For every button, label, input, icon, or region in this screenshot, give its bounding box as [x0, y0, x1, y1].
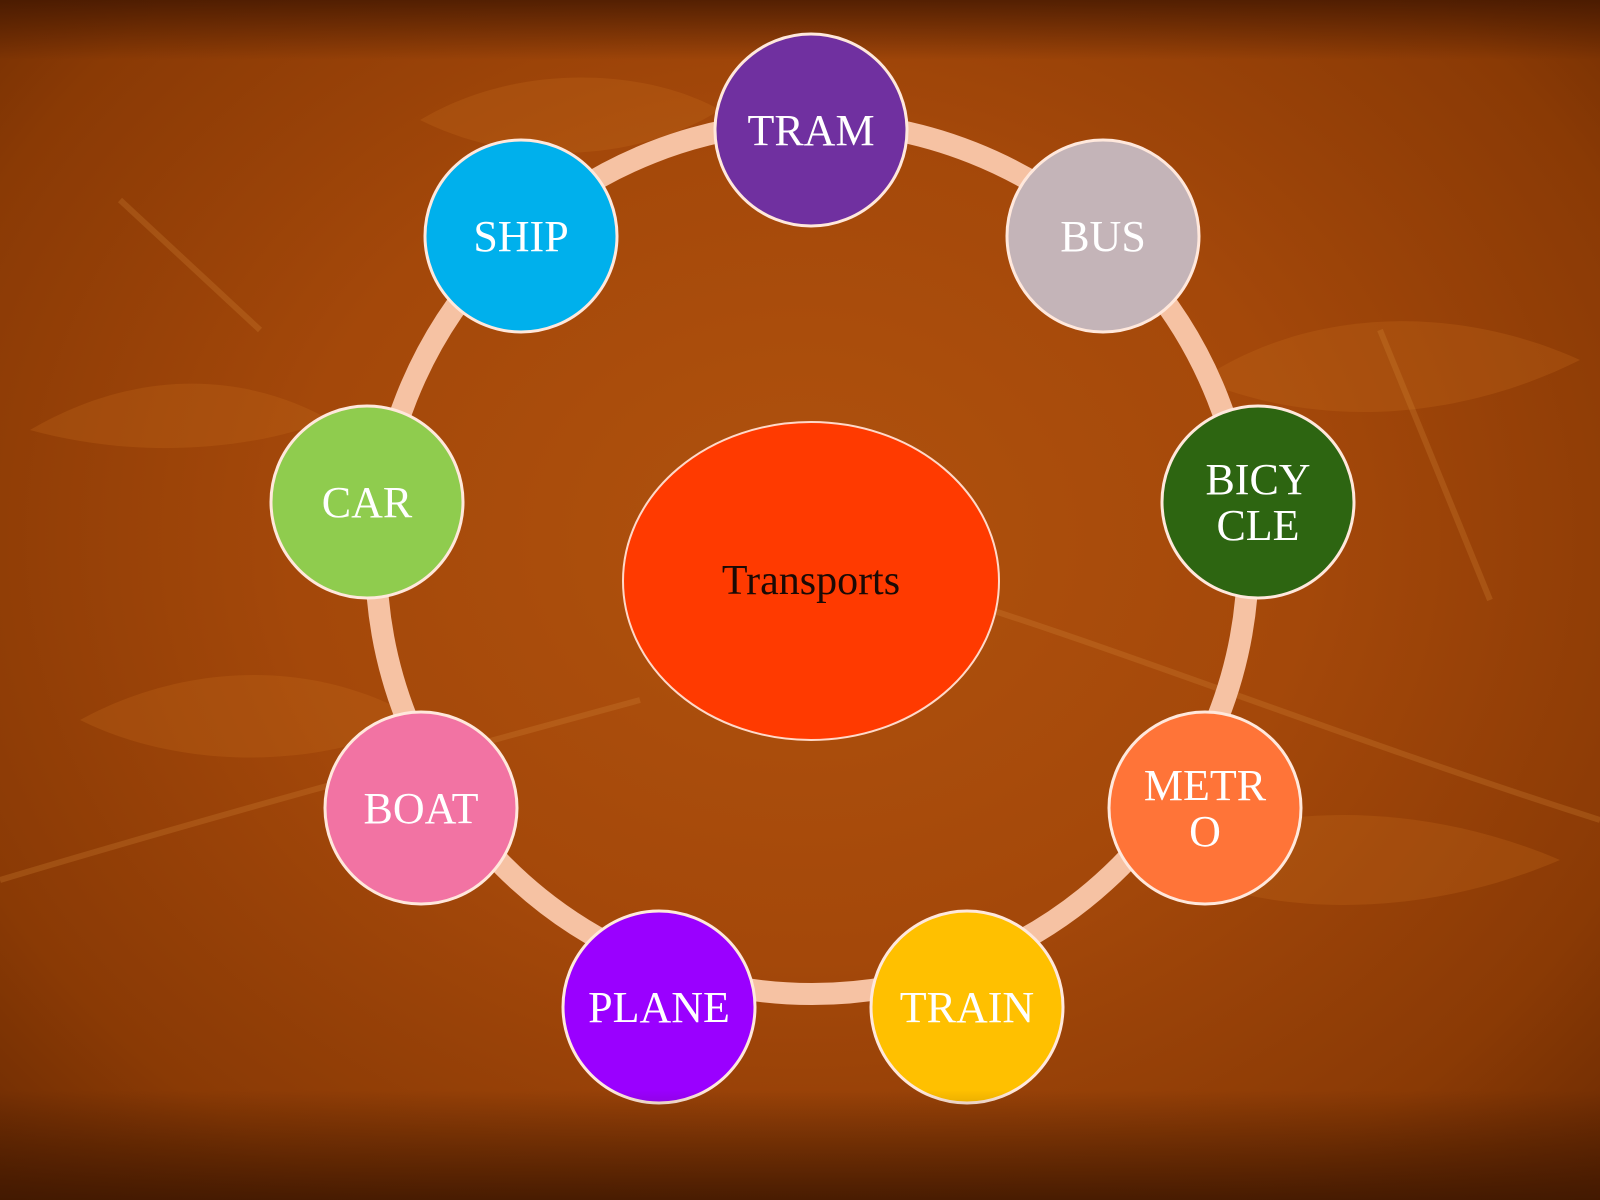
node-train: TRAIN	[869, 909, 1065, 1105]
center-label: Transports	[722, 558, 900, 604]
node-car: CAR	[269, 404, 465, 600]
node-circle-ship	[423, 138, 619, 334]
node-label-boat: BOAT	[364, 784, 479, 833]
center-ellipse	[622, 421, 1000, 741]
node-ship: SHIP	[423, 138, 619, 334]
node-boat: BOAT	[323, 710, 519, 906]
node-label-plane: PLANE	[588, 983, 730, 1032]
node-bus: BUS	[1005, 138, 1201, 334]
node-circle-bicycle	[1160, 404, 1356, 600]
node-circle-bus	[1005, 138, 1201, 334]
node-circle-car	[269, 404, 465, 600]
node-label-tram: TRAM	[747, 106, 874, 155]
node-label-metro: O	[1189, 807, 1221, 856]
node-circle-tram	[713, 32, 909, 228]
node-label-bicycle: BICY	[1205, 455, 1310, 504]
node-label-bicycle: CLE	[1216, 501, 1299, 550]
node-plane: PLANE	[561, 909, 757, 1105]
node-label-car: CAR	[322, 478, 413, 527]
node-label-metro: METR	[1144, 761, 1267, 810]
node-tram: TRAM	[713, 32, 909, 228]
node-label-ship: SHIP	[473, 212, 568, 261]
center-node: Transports	[622, 421, 1000, 741]
node-circle-boat	[323, 710, 519, 906]
node-label-train: TRAIN	[900, 983, 1034, 1032]
node-label-bus: BUS	[1060, 212, 1146, 261]
node-circle-metro	[1107, 710, 1303, 906]
